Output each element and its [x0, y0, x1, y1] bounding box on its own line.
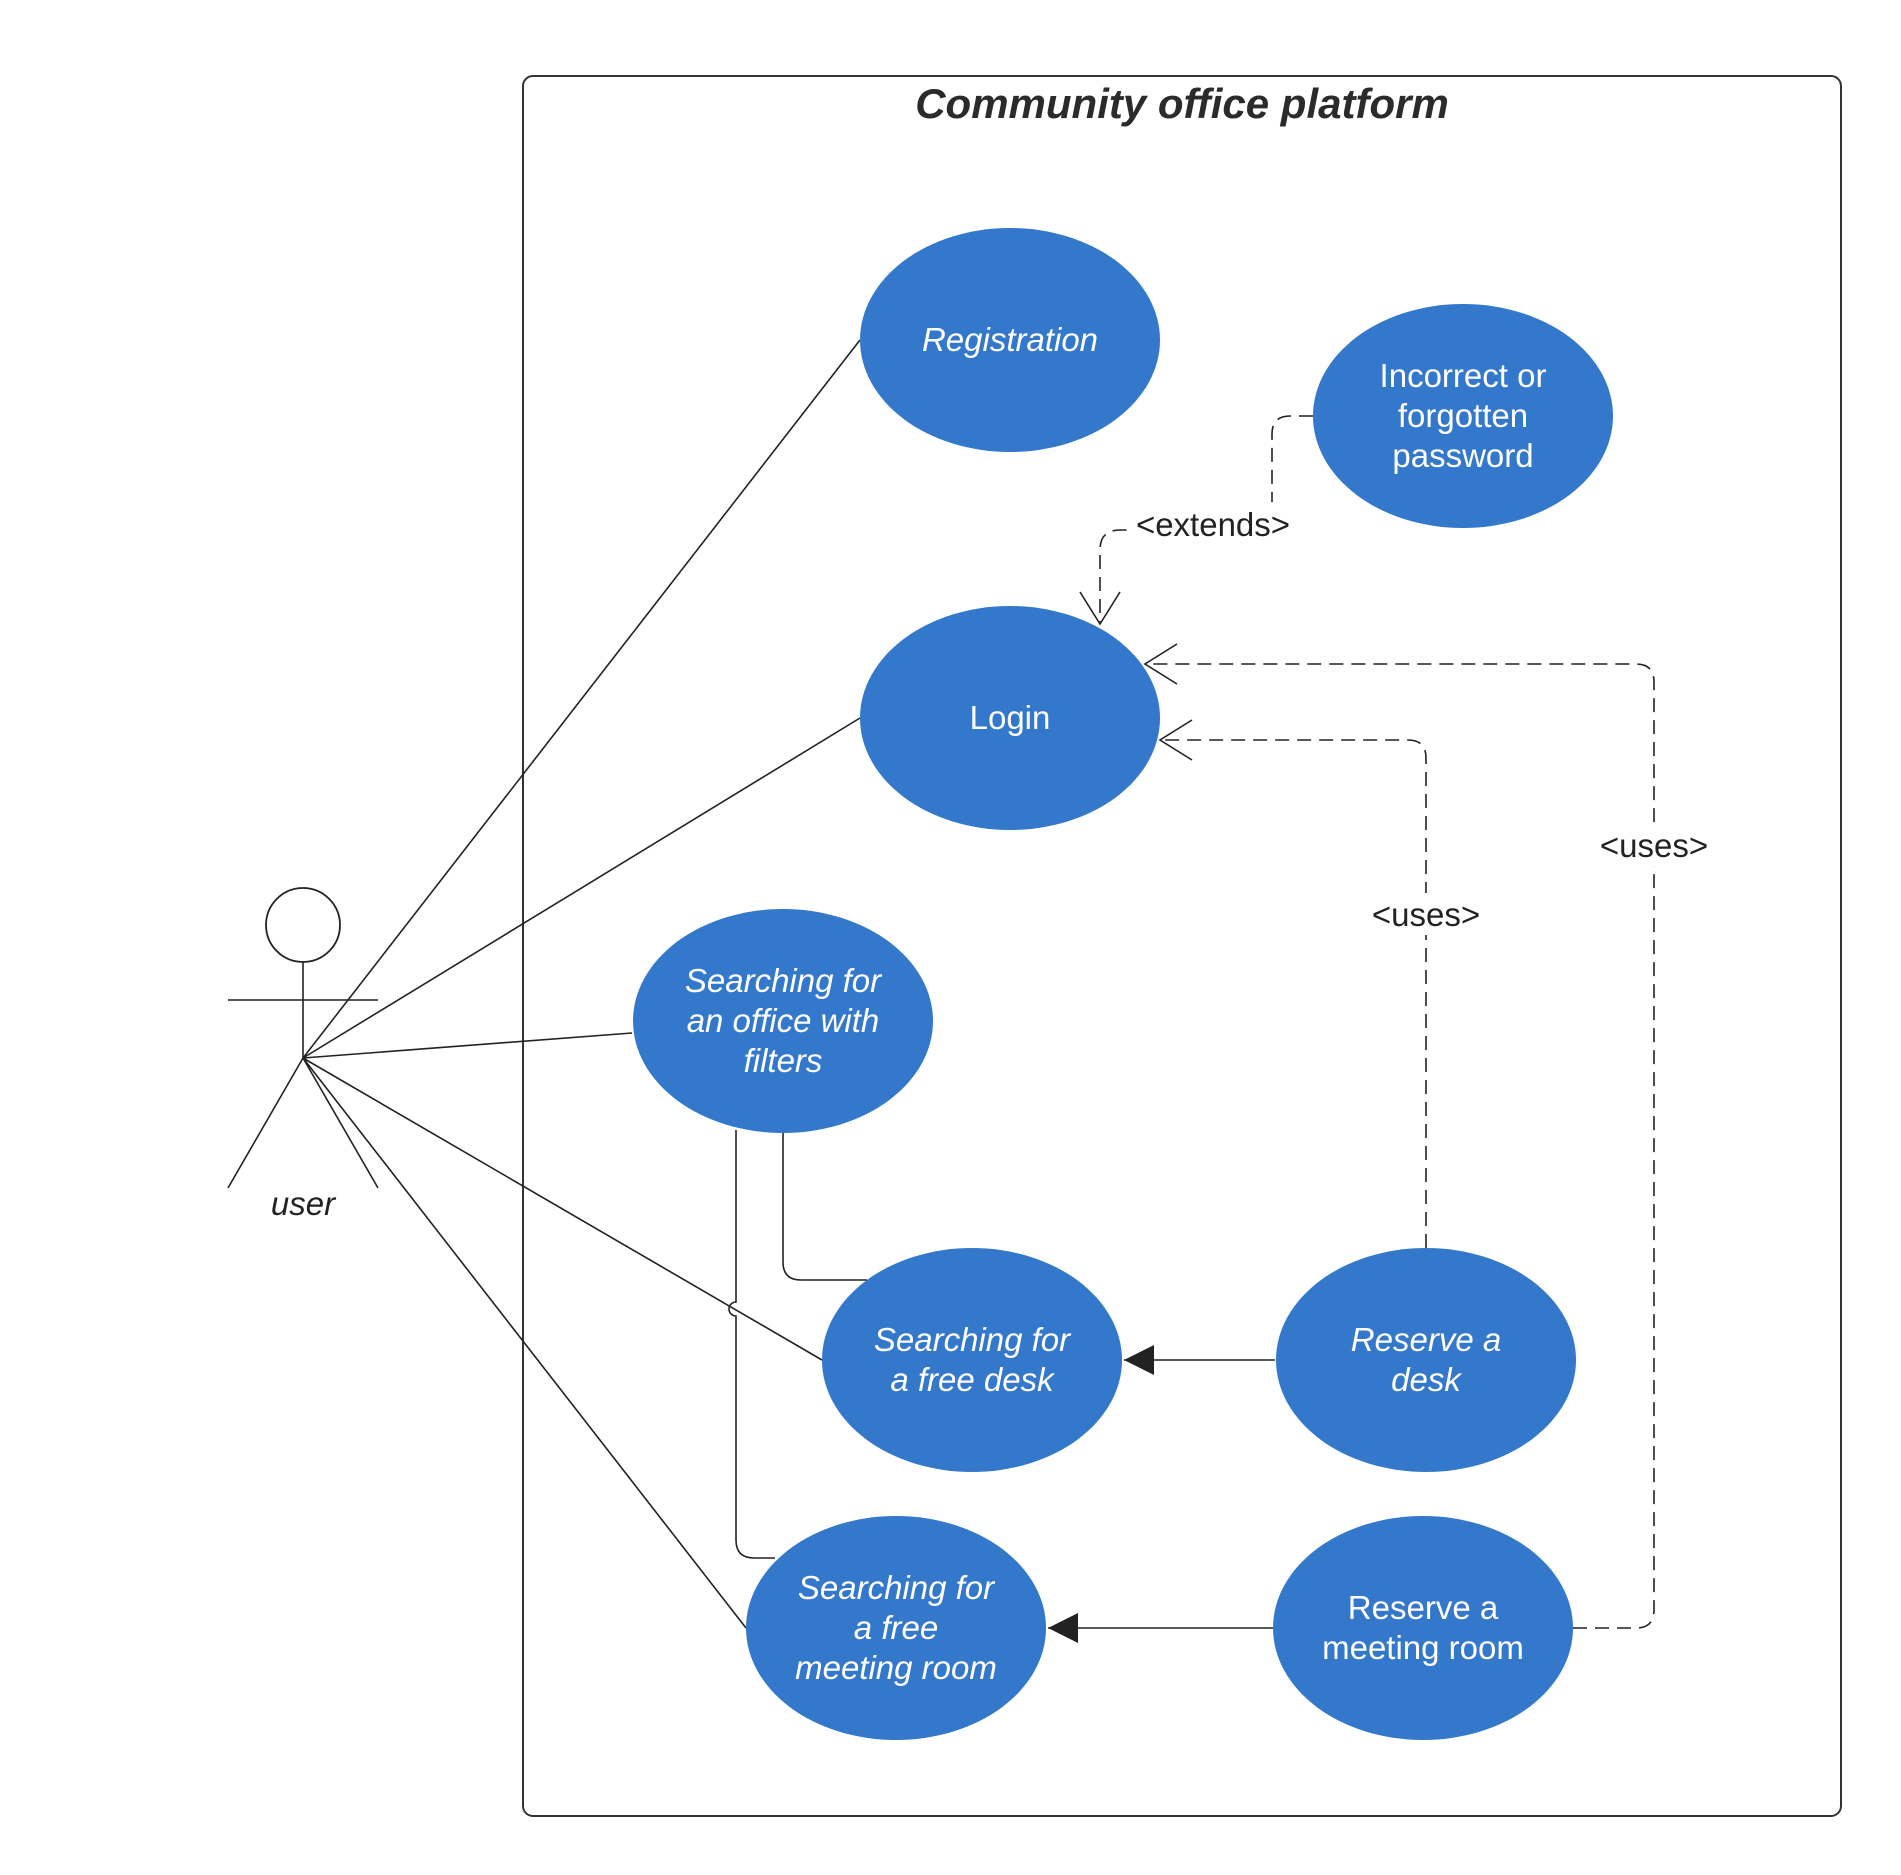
extends-label: <extends> [1136, 506, 1290, 543]
use-case-label-line: meeting room [795, 1649, 997, 1686]
actor-user[interactable]: user [227, 887, 379, 1222]
use-case-label-line: a free desk [890, 1361, 1055, 1398]
svg-text:Registration: Registration [922, 321, 1098, 358]
uses-room-arrowhead [1143, 643, 1178, 685]
use-case-label-line: Reserve a [1348, 1589, 1499, 1626]
svg-text:Login: Login [970, 699, 1051, 736]
use-case-label-line: Searching for [874, 1321, 1072, 1358]
use-case-label-line: meeting room [1322, 1629, 1524, 1666]
assoc-registration [302, 339, 861, 1059]
use-case-label-line: desk [1391, 1361, 1462, 1398]
assoc-search-desk [302, 1057, 823, 1361]
use-case-label-line: Login [970, 699, 1051, 736]
use-case-label-line: Reserve a [1351, 1321, 1501, 1358]
uses-desk-connector [1160, 739, 1427, 1248]
extends-arrowhead [1079, 591, 1121, 626]
actor-head [265, 887, 341, 963]
assoc-login [302, 717, 861, 1059]
use-case-label-line: forgotten [1398, 397, 1528, 434]
use-case-label-line: an office with [687, 1002, 880, 1039]
uses-room-connector [1145, 663, 1655, 1629]
system-title: Community office platform [915, 80, 1449, 127]
extends-label-bg [1134, 502, 1292, 544]
assoc-search-room [302, 1057, 747, 1629]
use-case-label-line: a free [854, 1609, 938, 1646]
uses-room-label: <uses> [1600, 827, 1708, 864]
use-case-label-line: Searching for [685, 962, 883, 999]
system-boundary [522, 75, 1842, 1817]
uses-room-label-bg [1597, 824, 1711, 866]
use-case-label-line: password [1392, 437, 1533, 474]
use-case-label-line: Searching for [798, 1569, 996, 1606]
use-case-label-line: filters [744, 1042, 823, 1079]
use-case-label-line: Incorrect or [1380, 357, 1547, 394]
use-case-label-line: Registration [922, 321, 1098, 358]
connector-office-to-room [728, 1130, 775, 1559]
assoc-search-office [302, 1032, 633, 1059]
uses-desk-label: <uses> [1372, 896, 1480, 933]
actor-label: user [271, 1185, 337, 1222]
uses-desk-label-bg [1370, 893, 1484, 935]
actor-left-leg [227, 1057, 304, 1189]
connector-office-to-desk [782, 1133, 867, 1281]
uses-desk-arrowhead [1158, 719, 1193, 761]
use-case-login[interactable]: Login [860, 606, 1160, 830]
use-case-registration[interactable]: Registration [860, 228, 1160, 452]
actor-right-leg [302, 1057, 379, 1189]
